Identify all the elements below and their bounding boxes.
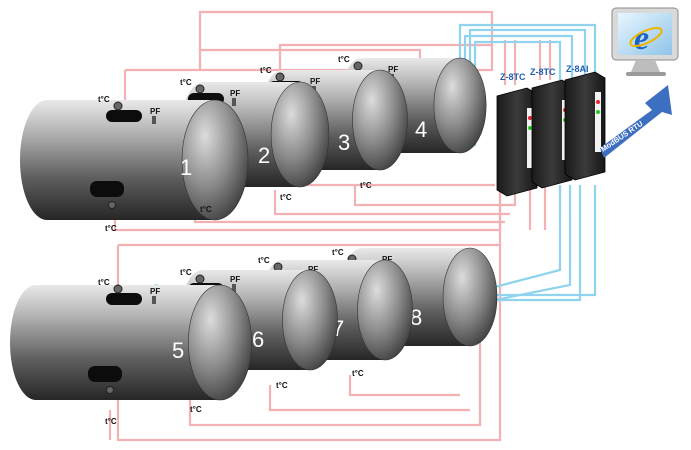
tank-back-end: [10, 285, 62, 400]
pressure-label: PF: [308, 265, 318, 274]
modbus-label: ModBUS RTU: [599, 119, 644, 154]
temperature-sensor-icon: [113, 101, 123, 111]
tank-number: 1: [180, 155, 192, 180]
manhole: [106, 293, 142, 305]
tank-front-end: [181, 99, 249, 221]
status-led-icon: [528, 126, 532, 130]
internet-explorer-icon: e: [629, 20, 663, 57]
modbus-link: ModBUS RTU: [599, 85, 672, 158]
tank-front-end: [188, 284, 252, 401]
manhole: [106, 110, 142, 122]
tank-front-end: [352, 69, 408, 171]
module-label-strip: [595, 92, 601, 152]
thermocouple-wire: [348, 375, 460, 397]
computer-monitor-icon[interactable]: e: [611, 7, 679, 76]
module: Z-8AI: [564, 64, 606, 181]
tank-front-end: [282, 269, 338, 371]
pressure-label: PF: [310, 77, 320, 86]
temp-label: t°C: [98, 95, 110, 104]
temp-label: t°C: [280, 193, 292, 202]
thermocouple-wire: [188, 290, 482, 427]
temperature-sensor-icon: [108, 201, 116, 209]
temp-label: t°C: [105, 224, 117, 233]
temp-label: t°C: [98, 278, 110, 287]
tank-number: 2: [258, 143, 270, 168]
tank-number: 8: [410, 305, 422, 330]
temp-label: t°C: [260, 66, 272, 75]
temperature-sensor-icon: [275, 72, 285, 82]
pressure-label: PF: [388, 65, 398, 74]
module-label: Z-8AI: [566, 64, 589, 74]
temp-label: t°C: [180, 268, 192, 277]
tank: t°C PF t°C 1: [20, 95, 249, 233]
temp-label: t°C: [200, 205, 212, 214]
temp-label: t°C: [332, 248, 344, 257]
tank: t°C PF t°C 5: [10, 278, 252, 426]
module-label-strip: [527, 108, 533, 168]
tank-number: 4: [415, 117, 427, 142]
temp-label: t°C: [180, 78, 192, 87]
module-label: Z-8TC: [500, 72, 526, 82]
temperature-sensor-icon: [106, 386, 114, 394]
bottom-manhole: [90, 181, 124, 197]
pressure-label: PF: [230, 89, 240, 98]
pressure-sensor-icon: [152, 116, 156, 124]
temperature-sensor-icon: [353, 61, 363, 71]
temp-label: t°C: [258, 256, 270, 265]
status-led-icon: [596, 100, 600, 104]
tank-back-end: [20, 100, 74, 220]
modbus-arrow: [600, 85, 672, 158]
status-led-icon: [528, 116, 532, 120]
tank-front-end: [357, 259, 413, 361]
tank-number: 3: [338, 130, 350, 155]
module-label: Z-8TC: [530, 67, 556, 77]
pressure-sensor-icon: [232, 284, 236, 292]
temp-label: t°C: [190, 405, 202, 414]
pressure-sensor-icon: [232, 98, 236, 106]
temp-label: t°C: [338, 55, 350, 64]
pressure-label: PF: [382, 255, 392, 264]
module: Z-8TC: [496, 72, 538, 197]
temperature-sensor-icon: [195, 84, 205, 94]
svg-text:e: e: [634, 20, 649, 57]
temp-label: t°C: [360, 181, 372, 190]
thermocouple-wire: [268, 385, 470, 412]
tank-front-end: [270, 81, 330, 188]
tank-number: 5: [172, 338, 184, 363]
temp-label: t°C: [276, 381, 288, 390]
bottom-manhole: [88, 366, 122, 382]
temp-label: t°C: [352, 369, 364, 378]
din-rail-modules: Z-8TC Z-8TC Z-8AI: [496, 64, 606, 197]
pressure-sensor-icon: [152, 296, 156, 304]
pressure-label: PF: [230, 275, 240, 284]
status-led-icon: [596, 110, 600, 114]
temperature-sensor-icon: [113, 284, 123, 294]
tank-front-end: [433, 57, 487, 154]
temperature-sensor-icon: [195, 274, 205, 284]
temperature-sensor-icon: [273, 262, 283, 272]
temp-label: t°C: [105, 417, 117, 426]
thermocouple-wire: [278, 43, 492, 70]
pressure-label: PF: [150, 107, 160, 116]
tank-front-end: [442, 247, 498, 347]
thermocouple-wire: [273, 190, 510, 216]
tank-number: 6: [252, 327, 264, 352]
pressure-label: PF: [150, 287, 160, 296]
